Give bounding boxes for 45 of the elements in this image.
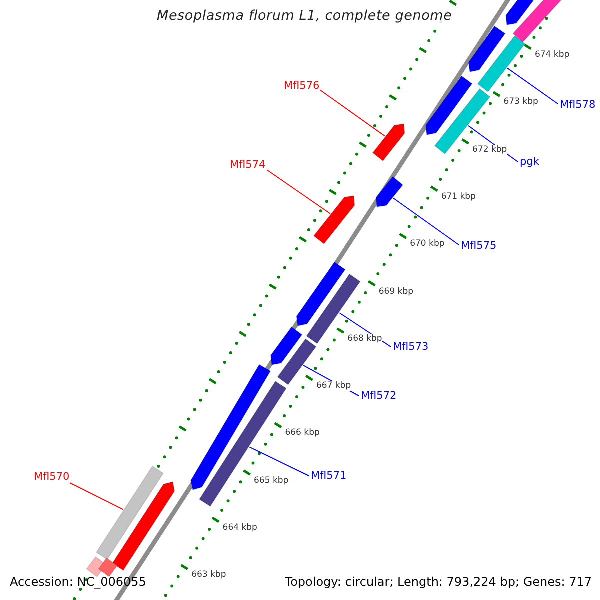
leader-line <box>320 90 386 137</box>
gene-block <box>112 482 176 572</box>
tick-label: 668 kbp <box>348 334 382 344</box>
gene-label: pgk <box>520 156 540 168</box>
gene-block <box>425 76 473 136</box>
tick-label: 673 kbp <box>504 97 538 108</box>
tick-label: 666 kbp <box>285 428 320 438</box>
footer-text: Accession: NC_006055 <box>9 574 148 591</box>
leader-line <box>393 198 460 246</box>
gene-bar <box>434 88 491 155</box>
leader-line <box>70 482 124 510</box>
gene-block <box>296 262 346 326</box>
map-title: Mesoplasma florum L1, complete genome <box>157 8 452 24</box>
gene-label: Mfl573 <box>393 341 429 353</box>
gene-block <box>270 326 303 366</box>
gene-block <box>190 364 272 490</box>
tick-label: 671 kbp <box>441 192 476 202</box>
footer-text: Topology: circular; Length: 793,224 bp; Genes: 717 <box>284 574 593 591</box>
gene-bar <box>96 466 164 560</box>
tick-label: 674 kbp <box>534 50 570 60</box>
gene-label: Mfl576 <box>284 80 320 92</box>
gene-label: Mfl572 <box>361 390 397 402</box>
tick-label: 672 kbp <box>472 144 508 155</box>
gene-label: Mfl571 <box>311 470 347 482</box>
gene-bar <box>277 338 317 386</box>
tick-label: 670 kbp <box>410 239 445 250</box>
gene-bar <box>198 380 288 508</box>
tick-label: 663 kbp <box>192 570 226 580</box>
leader-line <box>249 446 310 476</box>
gene-bar <box>98 558 118 578</box>
gene-label: Mfl578 <box>560 99 596 111</box>
gene-label: Mfl574 <box>230 159 266 171</box>
gene-block <box>376 176 404 208</box>
gene-bar <box>477 35 526 93</box>
tick-label: 664 kbp <box>222 523 258 533</box>
gene-block <box>468 26 506 72</box>
gene-block <box>313 196 356 245</box>
gene-label: Mfl575 <box>461 240 497 252</box>
tick-label: 665 kbp <box>254 476 289 486</box>
leader-line <box>507 68 558 104</box>
tick-label: 667 kbp <box>316 381 352 392</box>
gene-block <box>372 124 406 162</box>
leader-line <box>266 170 331 214</box>
gene-label: Mfl570 <box>34 471 70 483</box>
tick-label: 669 kbp <box>378 286 414 296</box>
